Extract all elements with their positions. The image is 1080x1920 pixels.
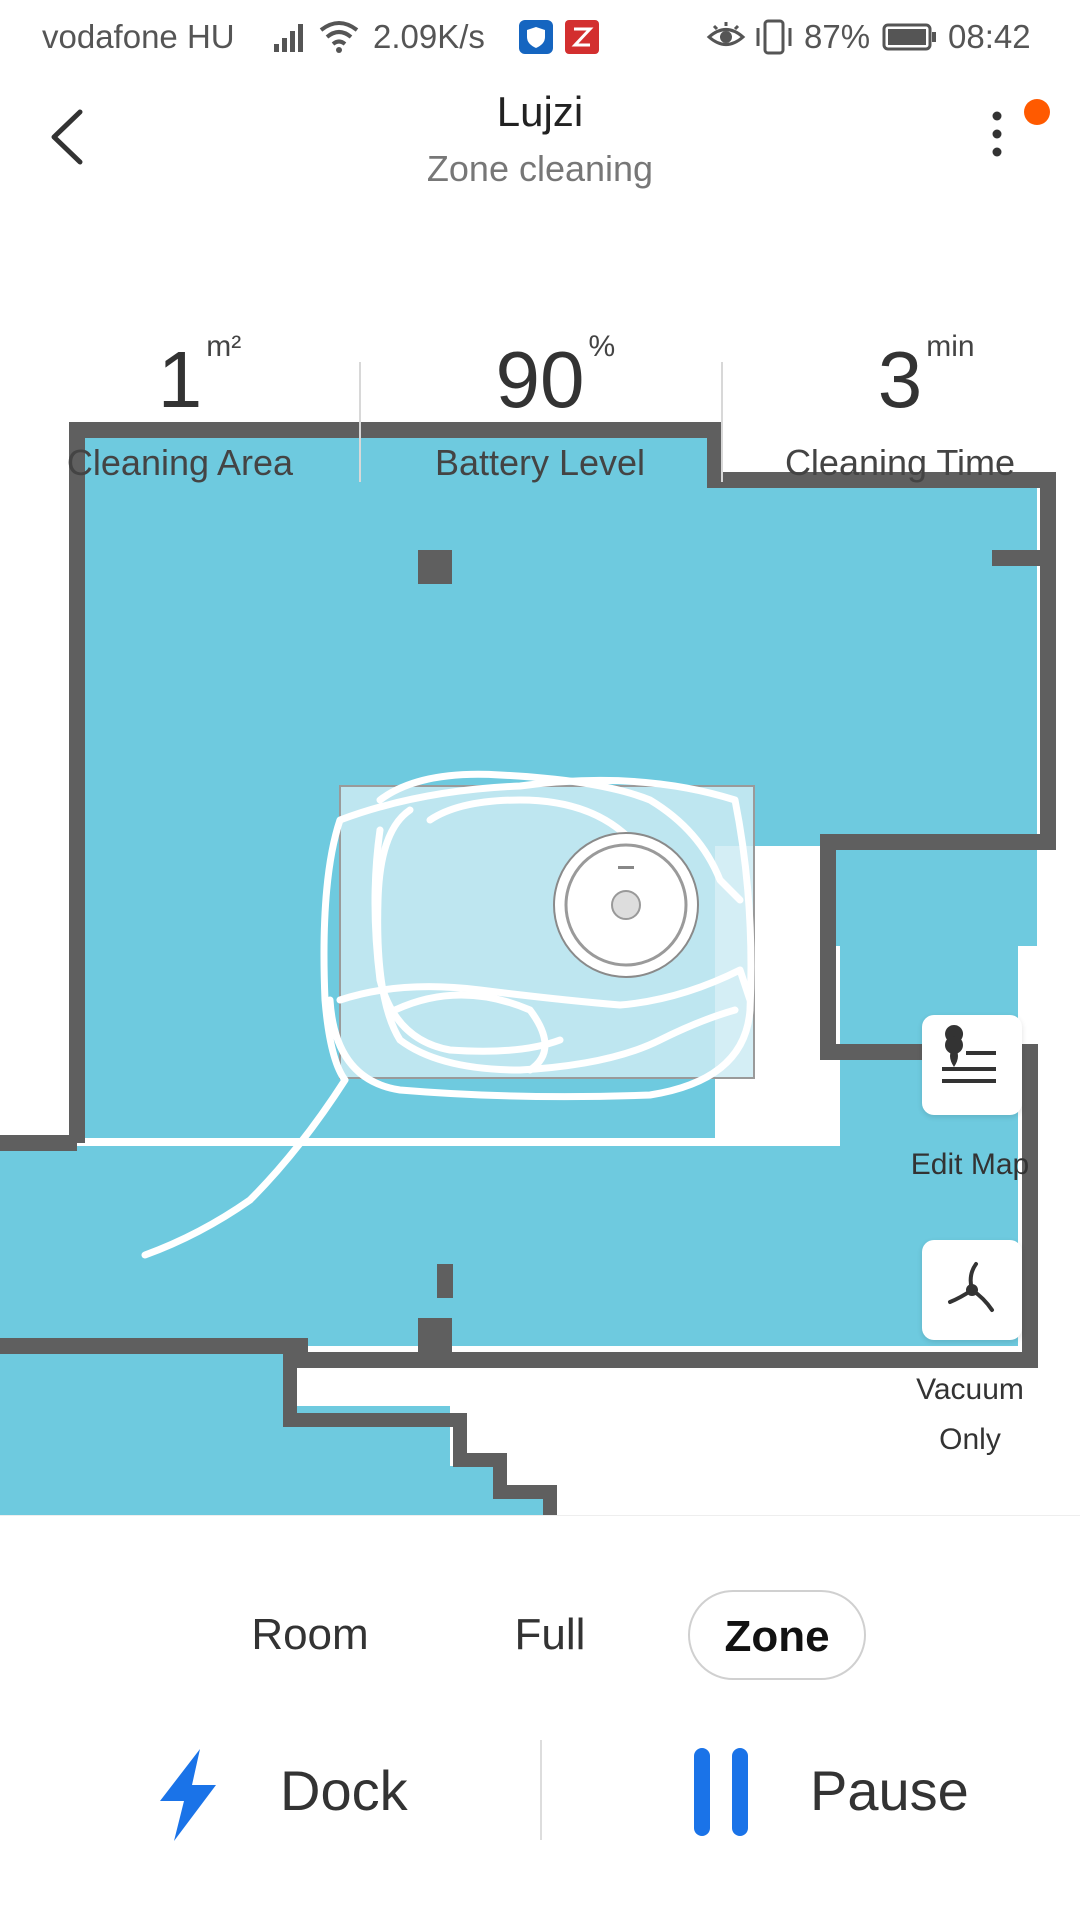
- suction-mode-line1: Vacuum: [916, 1373, 1024, 1406]
- more-options-button[interactable]: [985, 100, 1025, 170]
- signal-icon: [274, 24, 303, 52]
- tab-zone[interactable]: Zone: [688, 1590, 866, 1680]
- pause-button[interactable]: Pause: [680, 1740, 980, 1850]
- battery-level-label: Battery Level: [434, 442, 646, 483]
- back-button[interactable]: [38, 102, 98, 172]
- stat-divider: [359, 362, 361, 482]
- dock-button[interactable]: Dock: [140, 1740, 440, 1850]
- stat-value: 90%: [496, 332, 616, 420]
- cleaning-mode-status: Zone cleaning: [426, 148, 654, 189]
- pause-icon: [694, 1748, 748, 1836]
- vibrate-icon: [756, 19, 792, 55]
- network-speed: 2.09K/s: [373, 18, 485, 55]
- stat-battery-level: 90% Battery Level: [370, 332, 710, 484]
- clock: 08:42: [948, 18, 1031, 55]
- stat-divider: [721, 362, 723, 482]
- battery-icon: [882, 23, 936, 51]
- device-name: Lujzi: [496, 88, 584, 135]
- fan-icon: [948, 1262, 994, 1312]
- lightning-icon: [160, 1749, 216, 1841]
- action-divider: [540, 1740, 542, 1840]
- z-app-icon: [565, 20, 599, 54]
- cleaning-area-label: Cleaning Area: [66, 442, 294, 483]
- map-obstacles: [418, 550, 1044, 1352]
- edit-map-button[interactable]: [922, 1015, 1022, 1115]
- control-panel: [0, 1515, 1080, 1920]
- cleaning-area-unit: m²: [206, 330, 242, 363]
- cleaning-path: [141, 770, 755, 1259]
- suction-mode-button[interactable]: [922, 1240, 1022, 1340]
- cleaning-map[interactable]: [0, 330, 1080, 1530]
- notification-dot: [1024, 99, 1050, 125]
- tab-room[interactable]: Room: [251, 1610, 369, 1659]
- battery-percent: 87%: [804, 18, 871, 55]
- cleaning-time-label: Cleaning Time: [784, 442, 1016, 483]
- carrier-name: vodafone HU: [42, 18, 235, 55]
- wifi-icon: [319, 21, 359, 53]
- eye-icon: [706, 22, 746, 46]
- dock-label: Dock: [280, 1759, 408, 1822]
- status-bar: vodafone HU 2.09K/s 87% 08:42: [0, 0, 1080, 75]
- suction-mode-label[interactable]: Vacuum Only: [880, 1365, 1060, 1465]
- map-pin-icon: [942, 1025, 996, 1083]
- tab-full[interactable]: Full: [514, 1610, 586, 1659]
- map-walls: [0, 422, 1056, 1520]
- battery-level-value: 90: [495, 335, 585, 424]
- cleaning-time-unit: min: [926, 330, 975, 363]
- suction-mode-line2: Only: [939, 1423, 1001, 1456]
- battery-level-unit: %: [588, 330, 616, 363]
- pause-label: Pause: [810, 1759, 969, 1822]
- edit-map-label[interactable]: Edit Map: [910, 1148, 1030, 1181]
- cleaning-time-value: 3: [877, 335, 923, 424]
- cleaning-area-value: 1: [157, 335, 203, 424]
- robot-vacuum-icon: [553, 832, 699, 978]
- shield-app-icon: [519, 20, 553, 54]
